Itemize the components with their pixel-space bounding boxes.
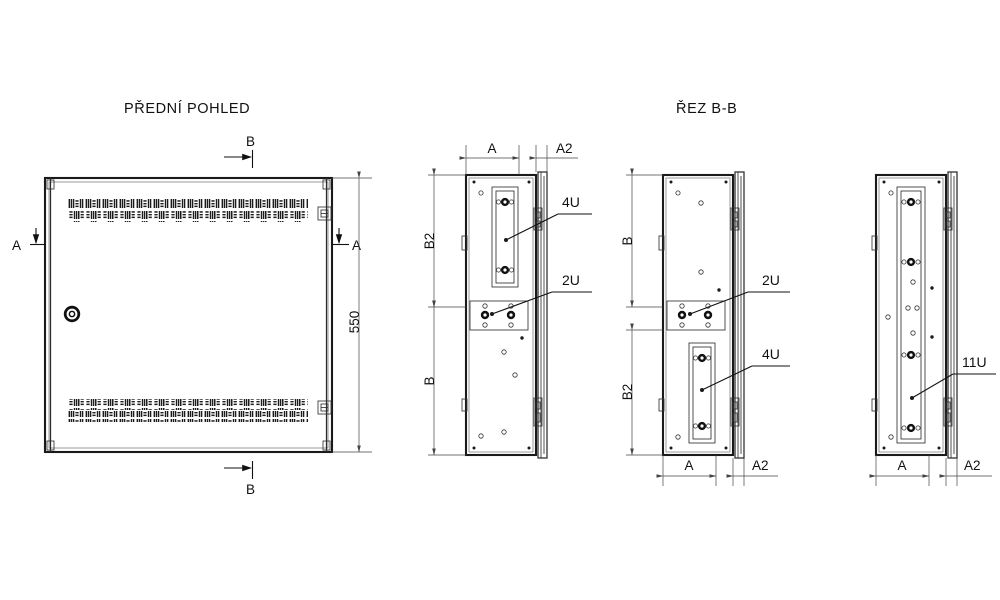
sv1-dimension-label-b2: B2 xyxy=(422,233,437,250)
sv3-dimension-label-a: A xyxy=(897,458,906,473)
sv3-dimension-a: A xyxy=(869,455,930,486)
sv1-label-2u: 2U xyxy=(562,272,580,288)
section-label-a-right: A xyxy=(352,238,361,253)
louver-panel-bottom xyxy=(68,399,308,422)
sv1-hinge-bottom xyxy=(533,397,543,427)
sv1-dimension-label-b: B xyxy=(422,376,437,385)
sv1-mounting-bracket-2u xyxy=(469,300,529,331)
sv1-cabinet-body xyxy=(464,173,538,457)
corner-bracket-br xyxy=(322,440,331,451)
sv3-label-11u: 11U xyxy=(962,354,987,370)
sv1-latch-bottom xyxy=(461,398,468,412)
sv1-dimension-label-a2: A2 xyxy=(556,141,573,156)
sv1-leader-2u: 2U xyxy=(490,272,592,316)
height-dimension-550: 550 xyxy=(332,171,372,453)
sv2-door-profile xyxy=(734,171,745,459)
section-marker-a-left: A xyxy=(12,228,46,253)
sv2-hinge-top xyxy=(730,207,740,231)
front-hinge-bottom xyxy=(317,400,332,415)
sv2-dimension-label-b: B xyxy=(620,236,635,245)
front-view-title: PŘEDNÍ POHLED xyxy=(124,100,250,117)
front-view-group: A A B B 550 xyxy=(12,134,372,497)
section-view-title: ŘEZ B-B xyxy=(676,100,737,117)
section-label-b-bottom: B xyxy=(246,482,255,497)
section-label-a-left: A xyxy=(12,238,21,253)
sv1-dimension-a: A xyxy=(459,141,520,175)
sv1-dimension-label-a: A xyxy=(487,141,496,156)
sv3-latch-top xyxy=(871,235,878,251)
sv2-mounting-plate-4u xyxy=(688,342,716,444)
sv3-hinge-bottom xyxy=(943,397,953,427)
sv2-leader-2u: 2U xyxy=(688,272,790,316)
sv1-label-4u: 4U xyxy=(562,194,580,210)
sv3-latch-bottom xyxy=(871,398,878,412)
sv1-hinge-top xyxy=(533,207,543,231)
sv1-dimension-a2: A2 xyxy=(529,141,578,172)
sv3-dimension-label-a2: A2 xyxy=(964,458,981,473)
dimension-value-550: 550 xyxy=(347,311,362,334)
sv2-hinge-bottom xyxy=(730,397,740,427)
sv2-latch-top xyxy=(658,235,665,251)
section-label-b-top: B xyxy=(246,134,255,149)
sv3-mounting-plate-11u xyxy=(896,186,926,444)
louver-panel-top xyxy=(68,199,308,222)
sv2-label-2u: 2U xyxy=(762,272,780,288)
section-view-1-group: 4U 2U A A2 B2 xyxy=(422,141,592,459)
sv2-mounting-bracket-2u xyxy=(666,300,726,331)
sv1-dimension-b2: B2 xyxy=(422,168,466,308)
corner-bracket-bl xyxy=(46,440,55,451)
sv2-dimension-label-b2: B2 xyxy=(620,384,635,401)
sv2-dimension-b: B xyxy=(620,168,663,308)
sv1-leader-4u: 4U xyxy=(504,194,592,242)
corner-bracket-tr xyxy=(322,179,331,190)
sv3-hinge-top xyxy=(943,207,953,231)
section-marker-a-right: A xyxy=(333,228,361,253)
front-hinge-top xyxy=(317,206,332,221)
section-view-2-group: 2U 4U B B2 A xyxy=(620,168,790,486)
section-marker-b-top: B xyxy=(224,134,255,168)
sv2-label-4u: 4U xyxy=(762,346,780,362)
sv2-leader-4u: 4U xyxy=(700,346,790,392)
sv1-latch-top xyxy=(461,235,468,251)
sv2-latch-bottom xyxy=(658,398,665,412)
section-view-3-group: 11U A A2 xyxy=(869,171,996,486)
sv2-dimension-a2: A2 xyxy=(726,458,778,486)
sv1-dimension-b: B xyxy=(422,300,466,456)
sv1-mounting-plate-4u xyxy=(491,186,519,288)
sv3-dimension-a2: A2 xyxy=(939,458,992,486)
sv2-cabinet-body xyxy=(661,173,735,457)
sv1-door-profile xyxy=(537,171,548,459)
sv2-dimension-label-a: A xyxy=(684,458,693,473)
sv2-dimension-label-a2: A2 xyxy=(752,458,769,473)
sv2-dimension-a: A xyxy=(656,455,717,486)
sv3-door-profile xyxy=(947,171,958,459)
corner-bracket-tl xyxy=(46,179,55,190)
sv3-cabinet-body xyxy=(874,173,948,457)
sv3-leader-11u: 11U xyxy=(910,354,996,400)
section-marker-b-bottom: B xyxy=(224,461,255,497)
cylinder-lock-icon xyxy=(63,305,81,323)
sv2-dimension-b2: B2 xyxy=(620,323,663,456)
